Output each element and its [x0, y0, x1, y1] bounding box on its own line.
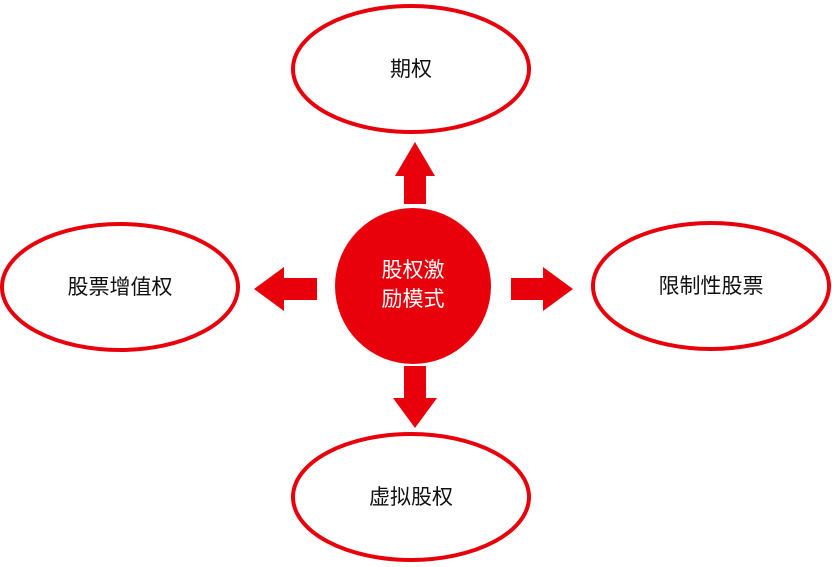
center-node: 股权激 励模式: [335, 208, 491, 364]
node-bottom-ellipse: [291, 432, 531, 562]
node-top: 期权: [291, 4, 531, 134]
arrow-right: [511, 267, 573, 311]
node-bottom-label: 虚拟股权: [369, 485, 453, 509]
node-left-label: 股票增值权: [68, 275, 173, 299]
arrow-down: [393, 366, 437, 428]
center-label-line1: 股权激: [382, 258, 445, 282]
node-left-ellipse: [0, 222, 240, 352]
node-right-ellipse: [591, 221, 831, 351]
node-left: 股票增值权: [0, 222, 240, 352]
arrow-up: [395, 142, 435, 204]
arrow-left: [254, 267, 317, 311]
node-right: 限制性股票: [591, 221, 831, 351]
node-right-label: 限制性股票: [659, 274, 764, 298]
node-top-ellipse: [291, 4, 531, 134]
center-circle: [335, 208, 491, 364]
center-label-line2: 励模式: [382, 287, 445, 311]
node-bottom: 虚拟股权: [291, 432, 531, 562]
node-top-label: 期权: [390, 57, 432, 81]
